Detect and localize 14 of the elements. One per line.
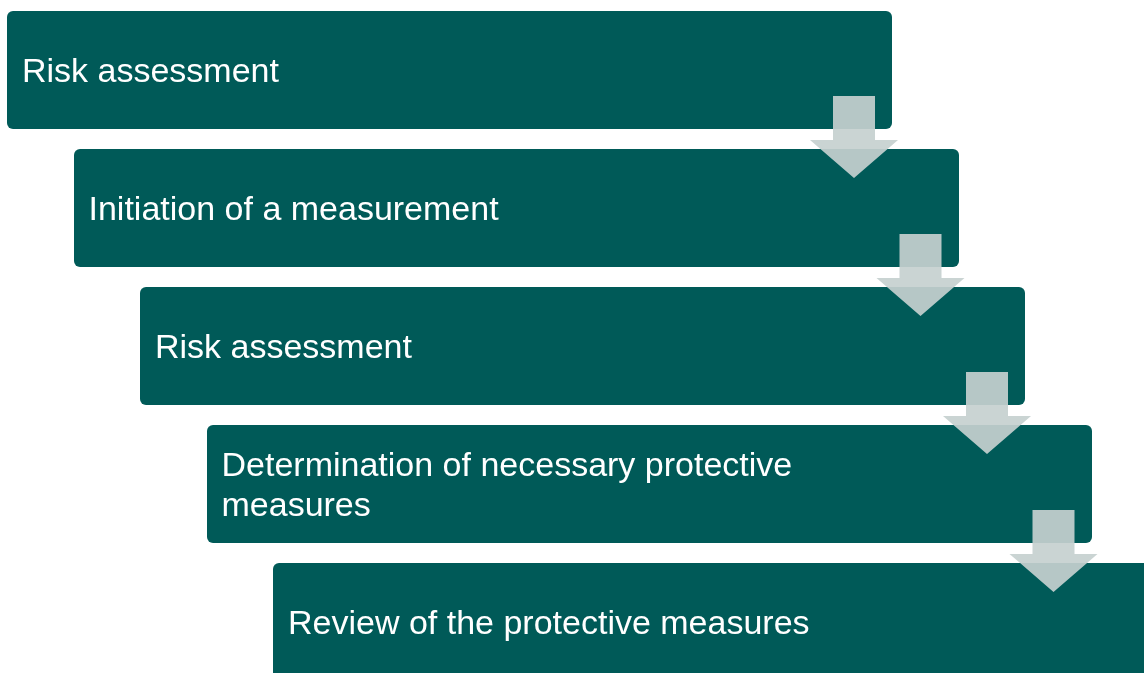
step-label: Determination of necessary protective measures — [221, 444, 794, 524]
step-box — [273, 563, 1144, 673]
down-arrow — [810, 96, 898, 178]
step-box — [7, 11, 892, 129]
step-box — [73, 149, 959, 267]
down-arrow — [1009, 510, 1098, 592]
step-box — [140, 287, 1025, 405]
step-label: Review of the protective measures — [288, 602, 811, 642]
step-label: Risk assessment — [155, 326, 413, 366]
down-arrow — [943, 372, 1031, 454]
down-arrow — [876, 234, 965, 316]
step-label: Initiation of a measurement — [88, 188, 500, 228]
step-label: Risk assessment — [22, 50, 280, 90]
step-box — [206, 425, 1092, 543]
